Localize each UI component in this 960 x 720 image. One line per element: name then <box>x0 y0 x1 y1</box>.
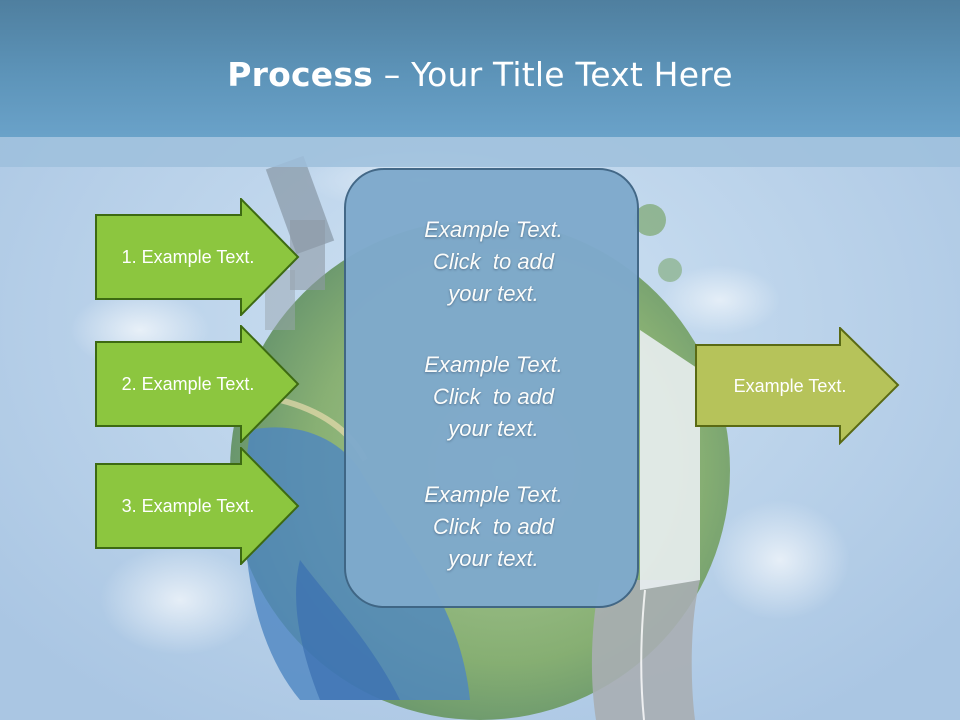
arrow-output-label: Example Text. <box>733 375 847 396</box>
text-block-2[interactable]: Example Text. Click to add your text. <box>424 352 563 441</box>
center-text-box[interactable]: Example Text. Click to add your text. Ex… <box>344 168 639 608</box>
right-arrow-shape <box>95 325 300 443</box>
arrow-step-3-label: 3. Example Text. <box>121 495 255 516</box>
text-block-1[interactable]: Example Text. Click to add your text. <box>424 217 563 306</box>
right-arrow-shape <box>95 447 300 565</box>
right-arrow-shape <box>695 327 900 445</box>
title-rest: – Your Title Text Here <box>373 55 733 94</box>
arrow-step-1-label: 1. Example Text. <box>121 246 255 267</box>
arrow-step-2-label: 2. Example Text. <box>121 373 255 394</box>
page-title[interactable]: Process – Your Title Text Here <box>0 52 960 98</box>
title-bar <box>0 0 960 137</box>
right-arrow-shape <box>95 198 300 316</box>
arrow-step-3[interactable]: 3. Example Text. <box>95 447 300 565</box>
text-block-3[interactable]: Example Text. Click to add your text. <box>424 482 563 571</box>
title-bar-band <box>0 137 960 167</box>
title-bold: Process <box>227 55 374 94</box>
arrow-output[interactable]: Example Text. <box>695 327 900 445</box>
arrow-step-1[interactable]: 1. Example Text. <box>95 198 300 316</box>
arrow-step-2[interactable]: 2. Example Text. <box>95 325 300 443</box>
